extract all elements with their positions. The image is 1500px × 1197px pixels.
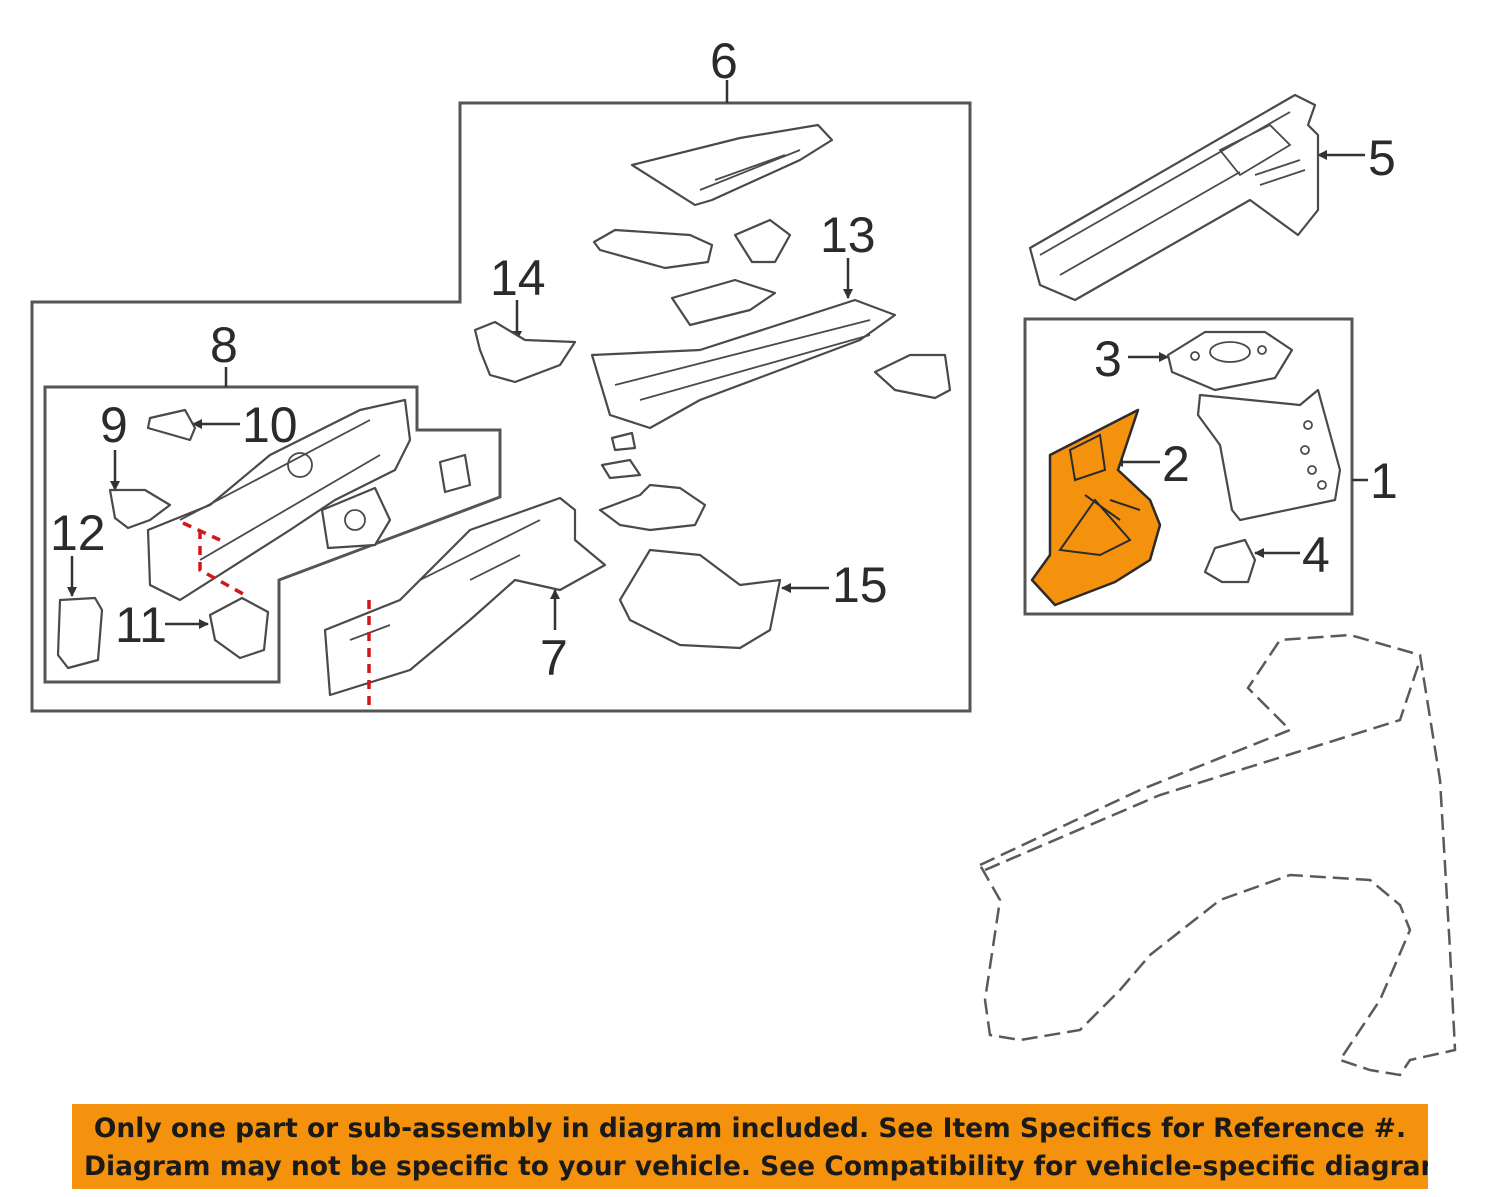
part-3-strut-mount — [1166, 330, 1294, 392]
part-9 — [108, 488, 172, 530]
disclaimer-line-1: Only one part or sub-assembly in diagram… — [93, 1113, 1407, 1144]
disclaimer-banner: Only one part or sub-assembly in diagram… — [72, 1104, 1428, 1189]
part-10 — [146, 408, 197, 442]
callout-15: 15 — [832, 557, 888, 613]
assembly-box-8 — [43, 385, 502, 684]
callout-12: 12 — [50, 505, 106, 561]
small-bracket-a — [610, 431, 637, 452]
callout-11: 11 — [115, 597, 167, 653]
part-15 — [618, 548, 782, 650]
callout-13: 13 — [820, 207, 876, 263]
callout-8: 8 — [210, 317, 238, 373]
callout-10: 10 — [242, 397, 298, 453]
callout-3: 3 — [1094, 331, 1122, 387]
disclaimer-line-2: Diagram may not be specific to your vehi… — [84, 1151, 1428, 1182]
part-5-upper-rail — [1028, 93, 1320, 302]
callout-7: 7 — [540, 630, 568, 686]
cut-line-rail-b — [198, 530, 246, 597]
small-bracket-b — [600, 458, 642, 480]
part-13-group — [590, 123, 952, 430]
callout-6: 6 — [710, 33, 738, 89]
part-8-front-rail — [146, 398, 472, 602]
callout-2: 2 — [1162, 436, 1190, 492]
assembly-box-6 — [30, 101, 972, 713]
fender-inner-line — [984, 659, 1422, 872]
part-12 — [56, 596, 104, 670]
part-4-bracket — [1203, 538, 1257, 584]
part-2-highlighted — [1030, 408, 1162, 607]
fender-outline — [978, 633, 1457, 1077]
part-11 — [208, 596, 270, 660]
callout-9: 9 — [100, 397, 128, 453]
callout-14: 14 — [490, 250, 546, 306]
small-bracket-c — [598, 483, 707, 532]
part-14 — [473, 320, 577, 384]
part-1-wheelhouse — [1196, 388, 1342, 522]
callout-5: 5 — [1368, 130, 1396, 186]
callout-1: 1 — [1370, 453, 1398, 509]
callout-4: 4 — [1302, 527, 1330, 583]
assembly-box-1 — [1023, 317, 1354, 616]
